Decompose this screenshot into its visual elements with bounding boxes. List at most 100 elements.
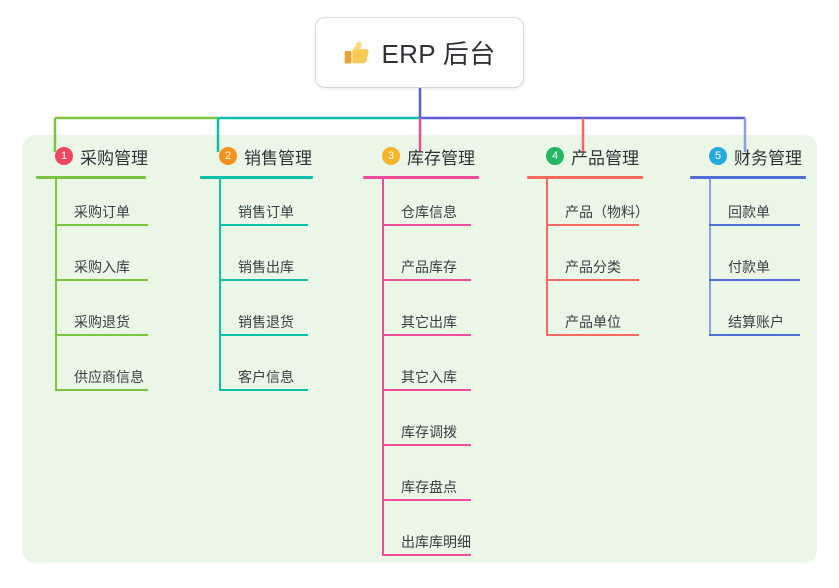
leaf-label: 出库库明细 [401, 534, 471, 550]
column-header-4[interactable]: 4 产品管理 [527, 143, 649, 169]
leaf-item[interactable]: 采购订单 [36, 179, 148, 226]
column-badge: 2 [219, 147, 237, 165]
leaf-underline [546, 279, 639, 281]
leaf-item[interactable]: 产品单位 [527, 281, 649, 336]
leaf-item[interactable]: 结算账户 [690, 281, 806, 336]
column-spine [219, 179, 221, 391]
column-title: 库存管理 [407, 148, 475, 168]
leaf-label: 采购入库 [74, 259, 130, 275]
leaf-item[interactable]: 库存调拨 [363, 391, 479, 446]
leaf-item[interactable]: 库存盘点 [363, 446, 479, 501]
leaf-underline [546, 334, 639, 336]
leaf-item[interactable]: 产品分类 [527, 226, 649, 281]
column-spine [709, 179, 711, 336]
leaf-item[interactable]: 销售订单 [200, 179, 313, 226]
leaf-item[interactable]: 采购退货 [36, 281, 148, 336]
leaf-underline [382, 224, 471, 226]
column-underline [527, 176, 643, 179]
leaf-underline [55, 224, 148, 226]
thumbs-up-icon [343, 39, 370, 66]
leaf-underline [546, 224, 639, 226]
column-4: 4 产品管理产品（物料） 产品分类产品单位 [527, 143, 649, 336]
column-items: 产品（物料） 产品分类产品单位 [527, 179, 649, 336]
column-items: 销售订单销售出库销售退货客户信息 [200, 179, 313, 391]
leaf-label: 库存调拨 [401, 424, 457, 440]
column-title: 销售管理 [244, 148, 312, 168]
column-badge: 1 [55, 147, 73, 165]
leaf-underline [55, 389, 148, 391]
leaf-label: 产品（物料） [565, 204, 649, 220]
leaf-item[interactable]: 采购入库 [36, 226, 148, 281]
leaf-underline [382, 279, 471, 281]
root-title: ERP 后台 [381, 39, 496, 69]
leaf-label: 产品单位 [565, 314, 621, 330]
column-header-3[interactable]: 3 库存管理 [363, 143, 479, 169]
leaf-label: 仓库信息 [401, 204, 457, 220]
column-underline [200, 176, 313, 179]
column-2: 2 销售管理销售订单销售出库销售退货客户信息 [200, 143, 313, 391]
column-underline [690, 176, 806, 179]
column-spine [382, 179, 384, 556]
leaf-underline [382, 554, 471, 556]
leaf-item[interactable]: 出库库明细 [363, 501, 479, 556]
leaf-underline [709, 334, 800, 336]
leaf-label: 产品库存 [401, 259, 457, 275]
leaf-label: 销售出库 [238, 259, 294, 275]
column-spine [55, 179, 57, 391]
leaf-label: 销售退货 [238, 314, 294, 330]
column-header-5[interactable]: 5 财务管理 [690, 143, 806, 169]
leaf-label: 其它入库 [401, 369, 457, 385]
leaf-label: 客户信息 [238, 369, 294, 385]
column-5: 5 财务管理回款单付款单结算账户 [690, 143, 806, 336]
column-title: 产品管理 [571, 148, 639, 168]
leaf-item[interactable]: 销售退货 [200, 281, 313, 336]
leaf-label: 采购订单 [74, 204, 130, 220]
root-node[interactable]: ERP 后台 [316, 18, 523, 87]
leaf-item[interactable]: 付款单 [690, 226, 806, 281]
leaf-label: 库存盘点 [401, 479, 457, 495]
leaf-label: 回款单 [728, 204, 770, 220]
leaf-item[interactable]: 产品库存 [363, 226, 479, 281]
leaf-item[interactable]: 供应商信息 [36, 336, 148, 391]
column-3: 3 库存管理仓库信息产品库存其它出库其它入库库存调拨库存盘点出库库明细 [363, 143, 479, 556]
column-header-2[interactable]: 2 销售管理 [200, 143, 313, 169]
column-header-1[interactable]: 1 采购管理 [36, 143, 148, 169]
leaf-underline [709, 224, 800, 226]
leaf-underline [55, 279, 148, 281]
leaf-item[interactable]: 仓库信息 [363, 179, 479, 226]
leaf-item[interactable]: 回款单 [690, 179, 806, 226]
leaf-underline [219, 224, 308, 226]
diagram-panel [22, 135, 817, 563]
column-items: 回款单付款单结算账户 [690, 179, 806, 336]
leaf-underline [382, 499, 471, 501]
column-underline [363, 176, 479, 179]
column-title: 采购管理 [80, 148, 148, 168]
column-1: 1 采购管理采购订单采购入库采购退货供应商信息 [36, 143, 148, 391]
leaf-underline [382, 389, 471, 391]
column-badge: 4 [546, 147, 564, 165]
leaf-underline [219, 279, 308, 281]
leaf-underline [709, 279, 800, 281]
leaf-label: 销售订单 [238, 204, 294, 220]
leaf-underline [55, 334, 148, 336]
column-underline [36, 176, 146, 179]
leaf-item[interactable]: 其它入库 [363, 336, 479, 391]
column-badge: 3 [382, 147, 400, 165]
leaf-underline [219, 389, 308, 391]
leaf-label: 结算账户 [728, 314, 784, 330]
column-spine [546, 179, 548, 336]
column-title: 财务管理 [734, 148, 802, 168]
leaf-item[interactable]: 销售出库 [200, 226, 313, 281]
leaf-label: 采购退货 [74, 314, 130, 330]
leaf-underline [219, 334, 308, 336]
leaf-label: 供应商信息 [74, 369, 144, 385]
leaf-item[interactable]: 客户信息 [200, 336, 313, 391]
leaf-label: 付款单 [728, 259, 770, 275]
column-badge: 5 [709, 147, 727, 165]
leaf-item[interactable]: 产品（物料） [527, 179, 649, 226]
column-items: 采购订单采购入库采购退货供应商信息 [36, 179, 148, 391]
leaf-underline [382, 444, 471, 446]
leaf-label: 其它出库 [401, 314, 457, 330]
leaf-item[interactable]: 其它出库 [363, 281, 479, 336]
